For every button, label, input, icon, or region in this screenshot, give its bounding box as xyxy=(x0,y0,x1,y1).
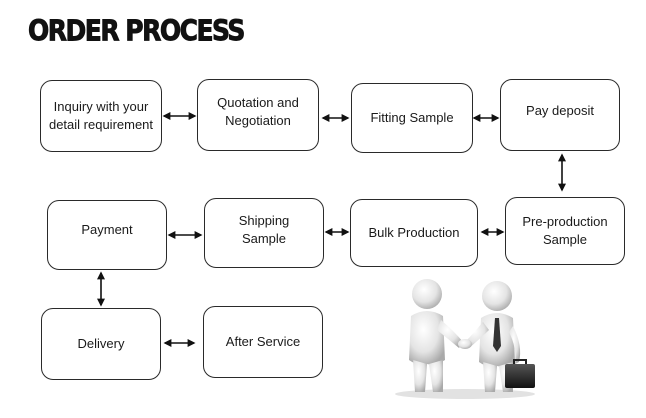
step-label: Bulk Production xyxy=(368,225,460,240)
step-pay-deposit: Pay deposit xyxy=(500,79,620,151)
step-label: Fitting Sample xyxy=(370,110,454,125)
step-label: Delivery xyxy=(77,336,125,351)
step-quotation: Quotation and Negotiation xyxy=(197,79,319,151)
step-label: Payment xyxy=(81,222,133,237)
step-label: Pre-production Sample xyxy=(522,214,608,247)
step-inquiry: Inquiry with your detail requirement xyxy=(40,80,162,152)
step-payment: Payment xyxy=(47,200,167,270)
step-shipping-sample: Shipping Sample xyxy=(204,198,324,268)
step-delivery: Delivery xyxy=(41,308,161,380)
step-label: Pay deposit xyxy=(526,103,594,118)
step-after-service: After Service xyxy=(203,306,323,378)
step-pre-production-sample: Pre-production Sample xyxy=(505,197,625,265)
step-label: Shipping Sample xyxy=(238,213,290,246)
step-fitting-sample: Fitting Sample xyxy=(351,83,473,153)
page-title: ORDER PROCESS xyxy=(28,14,246,48)
step-label: Quotation and Negotiation xyxy=(217,95,299,128)
step-label: Inquiry with your detail requirement xyxy=(48,99,154,132)
step-bulk-production: Bulk Production xyxy=(350,199,478,267)
handshake-figures-icon xyxy=(395,279,535,399)
step-label: After Service xyxy=(225,334,301,349)
